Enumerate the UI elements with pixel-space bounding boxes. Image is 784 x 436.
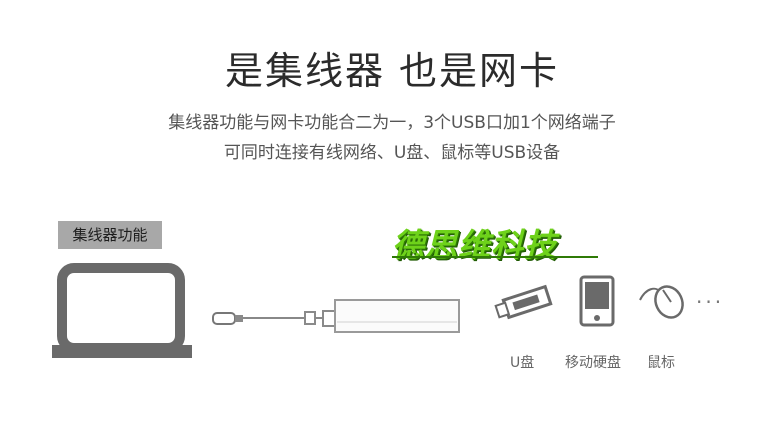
more-devices-ellipsis: ··· [696,290,725,314]
hard-drive-label: 移动硬盘 [565,355,621,371]
laptop-icon [52,263,192,358]
mouse-label: 鼠标 [647,355,675,371]
external-hard-drive-icon [579,275,615,327]
mouse-icon [639,285,684,319]
usb-hub-adapter-icon [212,299,460,333]
subtitle-line-2: 可同时连接有线网络、U盘、鼠标等USB设备 [223,143,561,163]
page-title: 是集线器 也是网卡 [224,49,560,93]
watermark-underline [392,256,598,258]
hub-function-badge: 集线器功能 [58,221,162,249]
usb-flash-drive-icon [494,284,553,320]
usb-drive-label: U盘 [510,355,535,371]
subtitle-line-1: 集线器功能与网卡功能合二为一，3个USB口加1个网络端子 [168,113,616,133]
